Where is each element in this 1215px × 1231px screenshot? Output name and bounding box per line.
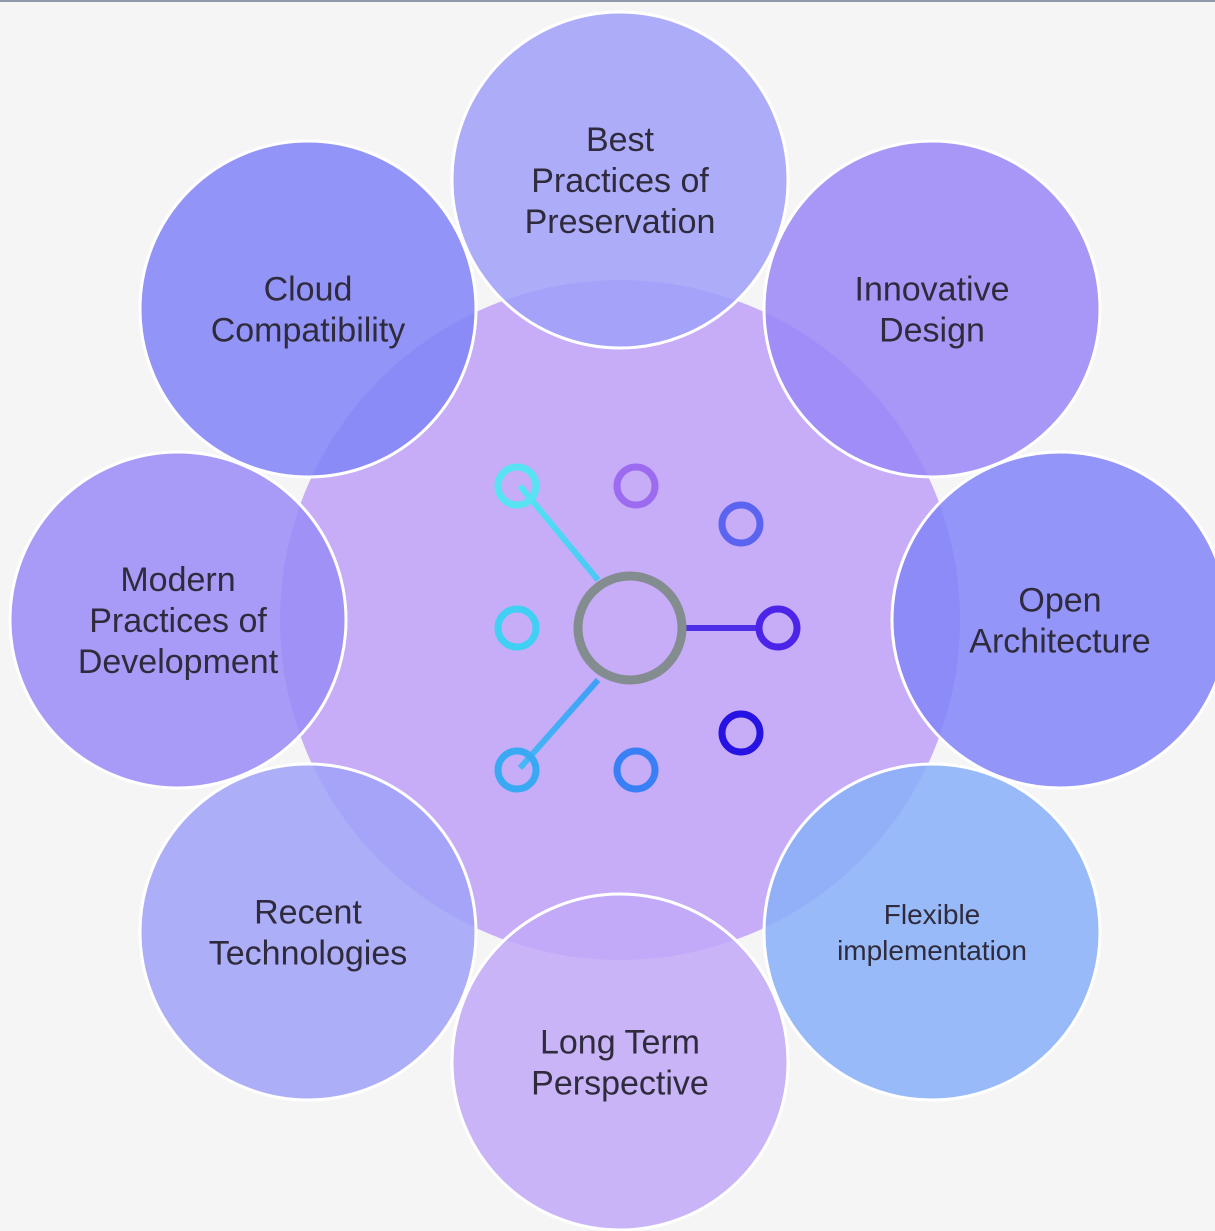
- node-circle-recent-technologies: [138, 762, 478, 1102]
- node-label-line: Flexible: [884, 899, 980, 930]
- hub-node-ring: [494, 605, 540, 651]
- node-circle-cloud-compatibility: [138, 139, 478, 479]
- hub-node-ring: [613, 463, 659, 509]
- node-label-flexible-implementation: Flexible implementation: [837, 899, 1027, 966]
- node-label-line: Design: [879, 311, 985, 349]
- network-hub-icon: [494, 463, 801, 793]
- node-label-line: Technologies: [209, 934, 407, 972]
- hub-node-ring: [718, 501, 764, 547]
- hub-node-ring: [718, 710, 764, 756]
- node-circle-open-architecture: [890, 450, 1215, 790]
- node-label-line: Perspective: [531, 1064, 709, 1102]
- node-label-line: Modern: [120, 561, 235, 599]
- hub-node-ring: [613, 747, 659, 793]
- node-label-line: Best: [586, 121, 655, 159]
- top-border: [0, 0, 1215, 2]
- node-circle-flexible-implementation: [762, 762, 1102, 1102]
- node-label-line: Development: [78, 643, 279, 681]
- hub-node-ring: [494, 747, 540, 793]
- node-label-line: Long Term: [540, 1023, 700, 1061]
- node-circle-innovative-design: [762, 139, 1102, 479]
- node-circle-long-term-perspective: [450, 892, 790, 1231]
- hub-node-ring: [755, 605, 801, 651]
- node-label-line: Architecture: [969, 622, 1150, 660]
- node-label-line: Open: [1018, 581, 1101, 619]
- hub-connector-line: [517, 678, 601, 770]
- node-label-line: Recent: [254, 893, 362, 931]
- node-label-line: Innovative: [855, 270, 1010, 308]
- node-label-line: Practices of: [89, 602, 267, 640]
- node-label-line: Cloud: [264, 270, 353, 308]
- node-circle-modern-practices-of-development: [8, 450, 348, 790]
- center-circle: [280, 280, 960, 960]
- node-label-line: Practices of: [531, 162, 709, 200]
- hub-center-ring: [573, 571, 687, 685]
- hub-node-ring: [494, 463, 540, 509]
- node-label-line: implementation: [837, 935, 1027, 966]
- node-label-line: Compatibility: [211, 311, 406, 349]
- node-circle-best-practices-of-preservation: [450, 10, 790, 350]
- node-label-line: Preservation: [525, 203, 716, 241]
